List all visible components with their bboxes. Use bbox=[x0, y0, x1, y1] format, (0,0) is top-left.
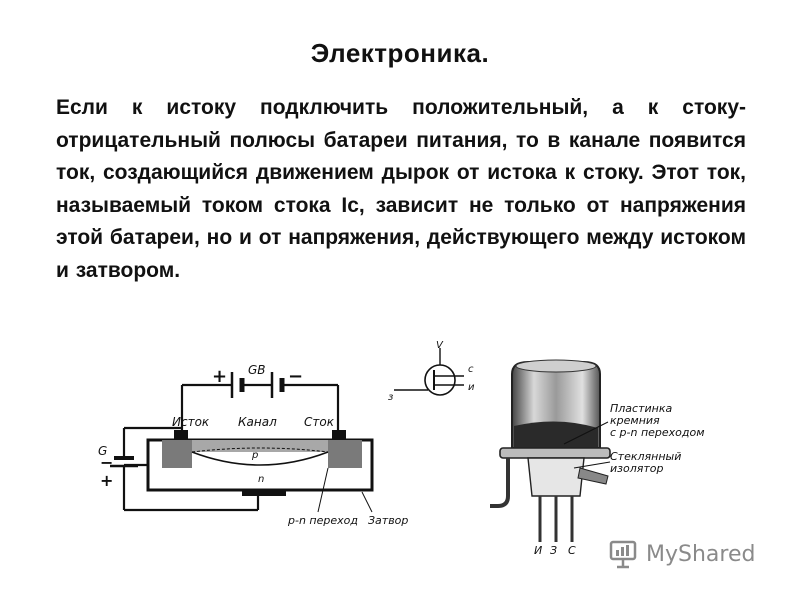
fet-schematic-figure: + GB − Исток Канал Сток p n bbox=[92, 360, 412, 530]
p-region-left bbox=[162, 440, 192, 468]
pin-source-label: И bbox=[534, 544, 542, 556]
glass-insulator bbox=[527, 457, 585, 497]
symbol-circle bbox=[424, 364, 456, 396]
drain-pin-label: c bbox=[468, 364, 474, 375]
depletion-boundary bbox=[191, 451, 329, 466]
gate-pin-label: з bbox=[388, 392, 393, 403]
myshared-watermark: MyShared bbox=[608, 536, 755, 572]
bent-lead bbox=[490, 458, 510, 508]
body-paragraph: Если к истоку подключить положительный, … bbox=[56, 96, 746, 282]
plus-top-label: + bbox=[212, 366, 227, 387]
plate-label-line: Пластинка bbox=[610, 402, 672, 415]
myshared-logo-icon bbox=[609, 540, 637, 569]
p-region-right bbox=[328, 440, 362, 468]
pn-junction-label: p-n переход bbox=[287, 514, 358, 527]
inner-base bbox=[514, 421, 598, 448]
fet-schematic-diagram: + GB − Исток Канал Сток p n bbox=[98, 363, 408, 527]
substrate-pin-label: V bbox=[436, 340, 444, 351]
channel-label: Канал bbox=[238, 415, 277, 429]
can-flange bbox=[499, 447, 611, 459]
transistor-device-figure: Пластинка кремния с p-n переходом Стекля… bbox=[488, 356, 718, 556]
pin-gate-label: З bbox=[550, 544, 557, 556]
gate-label: Затвор bbox=[368, 514, 408, 527]
minus-left-label: − bbox=[100, 453, 113, 472]
pin-drain-label: С bbox=[568, 544, 576, 556]
drain-electrode bbox=[332, 430, 346, 440]
drain-label: Сток bbox=[304, 415, 335, 429]
battery-top-label: GB bbox=[248, 363, 266, 377]
n-region-label: n bbox=[258, 474, 264, 485]
source-electrode bbox=[174, 430, 188, 440]
fet-circuit-symbol: V c и з bbox=[388, 340, 475, 403]
source-pin-label: и bbox=[468, 382, 475, 393]
p-region-label: p bbox=[251, 450, 258, 461]
transistor-device-illustration: Пластинка кремния с p-n переходом Стекля… bbox=[490, 359, 705, 556]
slide-title: Электроника. bbox=[310, 38, 490, 68]
fet-symbol-figure: V c и з bbox=[384, 340, 484, 420]
battery-left-label: G bbox=[98, 444, 107, 458]
insulator-label: Стеклянный изолятор bbox=[610, 450, 685, 475]
source-label: Исток bbox=[172, 415, 210, 429]
minus-top-label: − bbox=[288, 366, 303, 387]
plate-label: Пластинка кремния с p-n переходом bbox=[610, 402, 705, 439]
myshared-brand-text: MyShared bbox=[646, 541, 756, 567]
gate-electrode bbox=[242, 490, 286, 496]
plus-left-label: + bbox=[100, 471, 113, 490]
